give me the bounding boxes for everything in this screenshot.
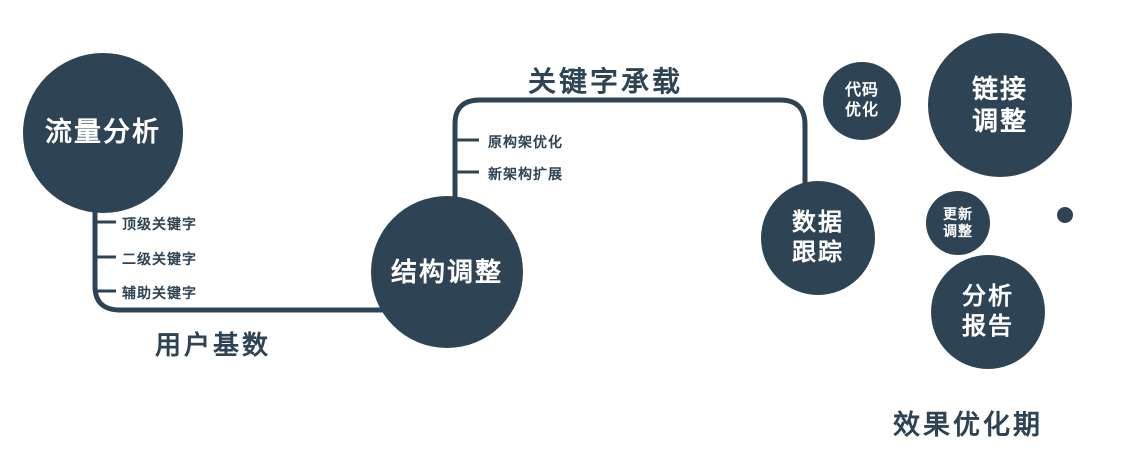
node-data-tracking-line1: 数据 — [792, 209, 844, 236]
branch-label-original-arch: 原构架优化 — [488, 134, 563, 150]
edge-label-user-base: 用户基数 — [155, 330, 272, 360]
node-small-dot — [1057, 207, 1073, 223]
node-code-optimize-line1: 代码 — [844, 82, 879, 99]
node-update-adjust-line1: 更新 — [943, 205, 973, 222]
node-analysis-report-line1: 分析 — [962, 283, 1014, 310]
connector-structure-to-tracking — [452, 97, 808, 215]
caption-effect-optimization: 效果优化期 — [893, 410, 1043, 440]
connector-traffic-to-structure — [92, 180, 400, 313]
node-data-tracking-line2: 跟踪 — [792, 239, 844, 266]
node-analysis-report: 分析 报告 — [931, 255, 1045, 369]
branch-label-aux-keywords: 辅助关键字 — [122, 285, 197, 301]
node-traffic-analysis-label: 流量分析 — [45, 117, 161, 148]
branch-label-second-keywords: 二级关键字 — [122, 251, 197, 267]
node-structure-adjust-label: 结构调整 — [390, 256, 503, 287]
node-analysis-report-line2: 报告 — [962, 313, 1014, 340]
node-link-adjust-line1: 链接 — [971, 73, 1028, 104]
node-link-adjust-line2: 调整 — [971, 106, 1028, 136]
node-traffic-analysis: 流量分析 — [23, 53, 183, 213]
node-update-adjust: 更新 调整 — [926, 191, 990, 255]
node-update-adjust-line2: 调整 — [943, 223, 973, 239]
branch-label-new-arch: 新架构扩展 — [488, 166, 563, 182]
node-link-adjust: 链接 调整 — [928, 33, 1072, 177]
edge-label-keyword-carry: 关键字承载 — [528, 66, 684, 97]
node-code-optimize-line2: 优化 — [844, 102, 879, 119]
node-structure-adjust: 结构调整 — [371, 196, 523, 348]
branch-label-top-keywords: 顶级关键字 — [122, 216, 197, 232]
node-code-optimize: 代码 优化 — [823, 62, 901, 140]
node-data-tracking: 数据 跟踪 — [761, 181, 875, 295]
